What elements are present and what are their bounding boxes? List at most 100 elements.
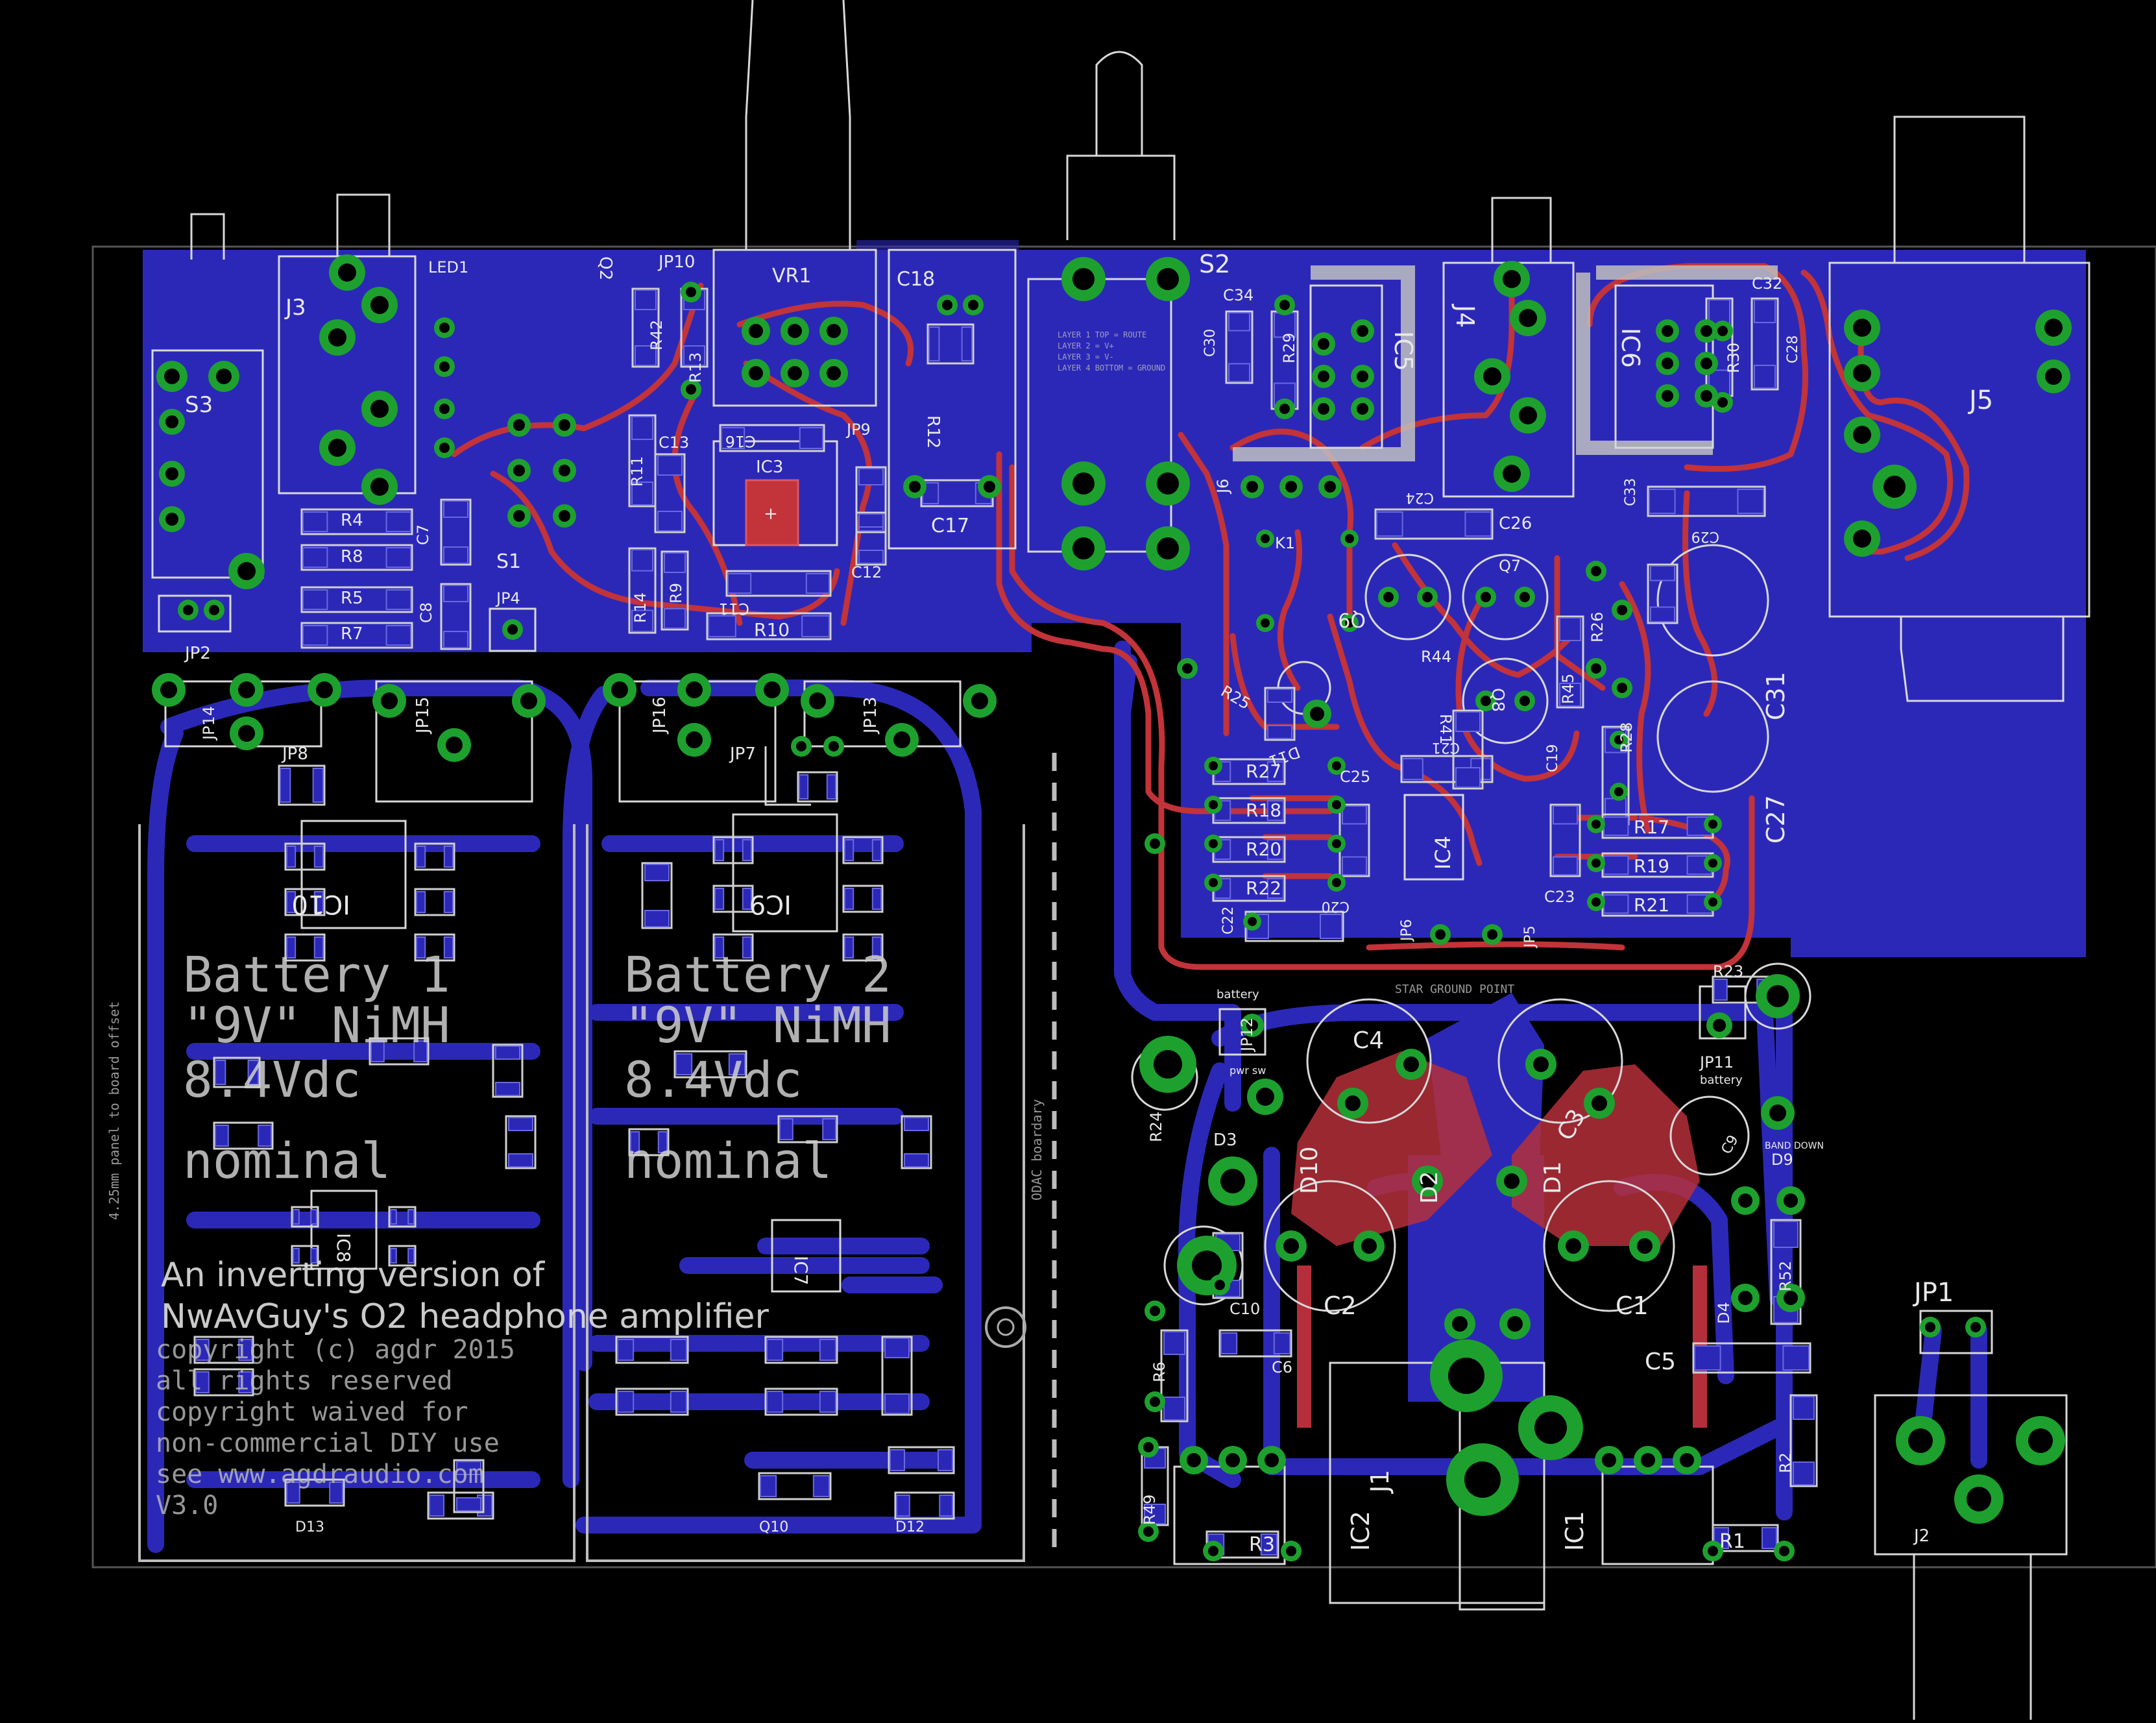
smd-pad bbox=[258, 1125, 273, 1147]
smd-pad bbox=[1559, 617, 1581, 641]
mounting-hole bbox=[985, 1306, 1026, 1348]
smd-outline bbox=[712, 885, 754, 913]
pad-hole bbox=[1617, 683, 1627, 693]
pad-hole bbox=[1246, 481, 1258, 493]
pad-hole bbox=[439, 361, 450, 372]
pad-hole bbox=[809, 692, 826, 709]
star-ground-label: STAR GROUND POINT bbox=[1395, 983, 1514, 996]
smd-pad bbox=[407, 1248, 415, 1264]
label-jp12: JP12 bbox=[1238, 1018, 1256, 1053]
smd-outline bbox=[440, 583, 472, 650]
smd-pad bbox=[215, 1125, 229, 1147]
pad-hole bbox=[1324, 481, 1336, 493]
pad-hole bbox=[1503, 270, 1521, 288]
pad-hole bbox=[1209, 800, 1218, 809]
smd-pad bbox=[286, 891, 297, 913]
smd-pad bbox=[896, 1495, 910, 1517]
pad-hole bbox=[165, 467, 178, 480]
smd-pad bbox=[443, 585, 468, 602]
smd-outline bbox=[291, 1206, 319, 1228]
smd-outline bbox=[291, 1245, 319, 1267]
pad-hole bbox=[1072, 472, 1095, 495]
label-band_down: BAND DOWN bbox=[1765, 1141, 1824, 1151]
smd-pad bbox=[1455, 711, 1481, 732]
pad-hole bbox=[1483, 367, 1501, 385]
label-ic5: IC5 bbox=[1389, 331, 1418, 371]
smd-pad bbox=[727, 573, 752, 594]
pad-hole bbox=[1967, 1487, 1991, 1511]
smd-pad bbox=[742, 888, 753, 910]
label-jp6: JP6 bbox=[1399, 919, 1415, 942]
pad-hole bbox=[1713, 1019, 1726, 1032]
smd-outline bbox=[631, 287, 660, 368]
label-r4: R4 bbox=[341, 511, 363, 530]
smd-pad bbox=[1754, 299, 1776, 323]
pad-hole bbox=[1767, 985, 1789, 1007]
smd-pad bbox=[664, 552, 686, 573]
pad-hole bbox=[209, 605, 219, 615]
copyright-line-3: copyright waived for bbox=[156, 1397, 468, 1427]
smd-pad bbox=[508, 1117, 533, 1131]
pad-hole bbox=[827, 366, 841, 380]
pad-hole bbox=[1784, 1193, 1798, 1208]
label-r26: R26 bbox=[1588, 612, 1606, 642]
smd-pad bbox=[293, 1248, 300, 1264]
smd-pad bbox=[286, 846, 297, 868]
pad-hole bbox=[1701, 358, 1712, 369]
pad-hole bbox=[2044, 319, 2063, 337]
smd-outline bbox=[719, 424, 825, 452]
label-c30: C30 bbox=[1202, 329, 1218, 357]
smd-pad bbox=[1266, 878, 1285, 899]
label-c7: C7 bbox=[414, 524, 432, 545]
layer-note-1: LAYER 1 TOP = ROUTE bbox=[1058, 330, 1146, 339]
pad-hole bbox=[559, 419, 570, 431]
smd-outline bbox=[855, 511, 887, 566]
label-c29: C29 bbox=[1691, 528, 1719, 544]
smd-pad bbox=[884, 1338, 910, 1358]
layer-note-3: LAYER 3 = V- bbox=[1058, 352, 1114, 361]
smd-pad bbox=[302, 547, 328, 568]
smd-pad bbox=[1228, 312, 1250, 332]
label-d9: D9 bbox=[1771, 1151, 1793, 1169]
smd-pad bbox=[871, 839, 882, 861]
smd-outline bbox=[712, 933, 754, 962]
label-jp13: JP13 bbox=[861, 697, 880, 735]
label-r7: R7 bbox=[341, 624, 363, 644]
smd-outline bbox=[193, 1336, 254, 1364]
copyright-line-6: V3.0 bbox=[156, 1491, 218, 1521]
pad-hole bbox=[1072, 537, 1095, 559]
smd-outline bbox=[615, 1387, 689, 1416]
pad-hole bbox=[1345, 1095, 1361, 1111]
label-r44: R44 bbox=[1421, 648, 1451, 666]
label-battery: battery bbox=[1217, 988, 1259, 1001]
smd-outline bbox=[369, 1037, 430, 1066]
smd-outline bbox=[300, 544, 413, 571]
label-d2: D2 bbox=[1416, 1171, 1443, 1204]
pad-hole bbox=[1503, 465, 1521, 483]
smd-outline bbox=[278, 764, 326, 806]
label-c18: C18 bbox=[897, 268, 935, 291]
pad-hole bbox=[1192, 1251, 1222, 1280]
pad-hole bbox=[1464, 1461, 1501, 1498]
smd-pad bbox=[1773, 1221, 1799, 1248]
label-k1: K1 bbox=[1275, 534, 1295, 552]
smd-pad bbox=[416, 936, 426, 959]
smd-pad bbox=[871, 888, 882, 910]
smd-pad bbox=[385, 589, 411, 610]
smd-pad bbox=[1402, 758, 1423, 780]
label-j4: J4 bbox=[1451, 304, 1479, 328]
pad-hole bbox=[1769, 1105, 1786, 1121]
label-c21: C21 bbox=[1432, 739, 1460, 755]
smd-outline bbox=[888, 1446, 955, 1474]
pad-hole bbox=[686, 731, 703, 748]
pad-hole bbox=[942, 300, 952, 310]
pad-hole bbox=[1592, 820, 1601, 829]
label-d4: D4 bbox=[1715, 1302, 1733, 1324]
smd-pad bbox=[385, 547, 411, 568]
smd-outline bbox=[764, 1387, 838, 1416]
pad-hole bbox=[1617, 605, 1627, 615]
pad-hole bbox=[686, 681, 703, 698]
smd-pad bbox=[247, 1060, 260, 1085]
label-jp2: JP2 bbox=[184, 644, 211, 663]
pad-hole bbox=[1279, 404, 1290, 414]
